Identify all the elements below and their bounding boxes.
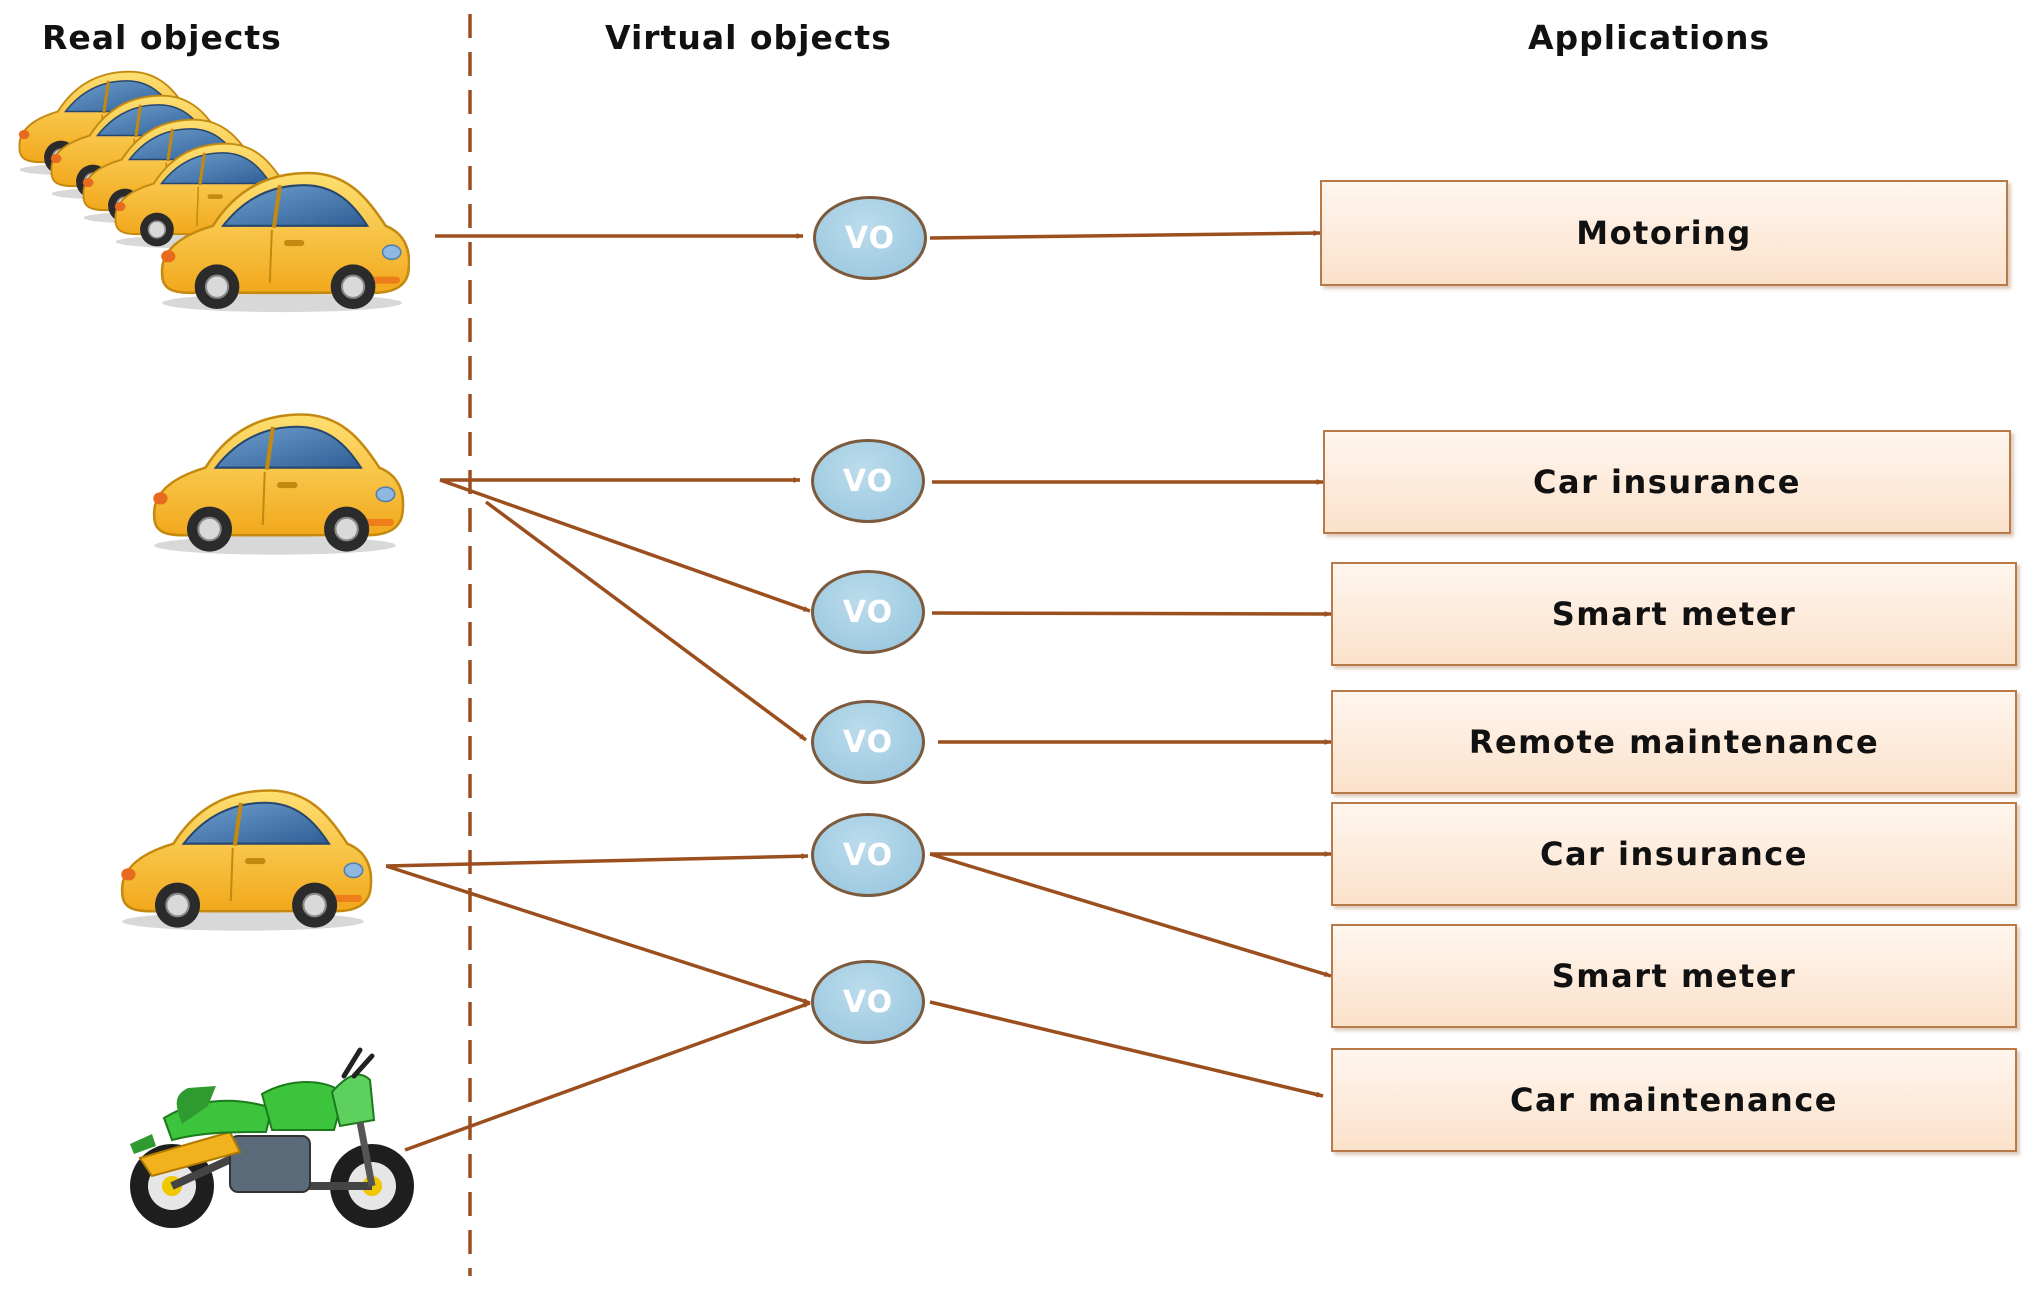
arrow-vo3-to-app3: [931, 611, 1332, 617]
application-box: Motoring: [1320, 180, 2008, 286]
arrow-car1-to-vo3: [439, 478, 811, 613]
arrow-car2-to-vo6: [385, 864, 811, 1005]
car-icon: [110, 778, 376, 936]
application-box: Smart meter: [1331, 562, 2017, 666]
arrow-moto-to-vo6: [404, 1001, 811, 1152]
car-fleet-icon: [17, 70, 410, 328]
header-real-objects: Real objects: [42, 18, 282, 57]
header-virtual-objects: Virtual objects: [605, 18, 892, 57]
virtual-object-node: VO: [811, 570, 925, 654]
virtual-object-node: VO: [811, 960, 925, 1044]
virtual-object-node: VO: [811, 439, 925, 523]
virtual-object-node: VO: [811, 700, 925, 784]
connection-arrows: [385, 230, 1332, 1152]
virtual-object-node: VO: [813, 196, 927, 280]
arrow-vo1-to-app1: [929, 230, 1321, 240]
car-icon: [142, 402, 408, 560]
application-box: Car insurance: [1331, 802, 2017, 906]
motorcycle-icon: [112, 1036, 432, 1236]
application-box: Smart meter: [1331, 924, 2017, 1028]
application-box: Car maintenance: [1331, 1048, 2017, 1152]
header-applications: Applications: [1528, 18, 1771, 57]
virtual-object-node: VO: [811, 813, 925, 897]
arrow-car2-to-vo5: [385, 853, 809, 868]
application-box: Car insurance: [1323, 430, 2011, 534]
arrow-car1-to-vo4: [484, 500, 808, 742]
arrow-vo6-to-app7: [929, 1000, 1324, 1098]
application-box: Remote maintenance: [1331, 690, 2017, 794]
arrow-vo5-to-app6: [929, 852, 1332, 978]
